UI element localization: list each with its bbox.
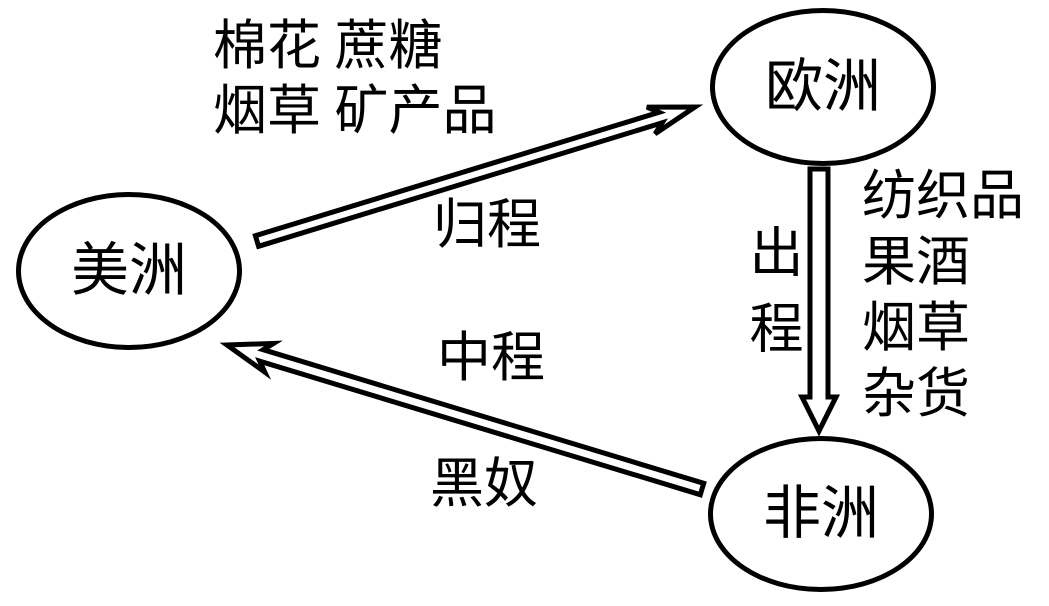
node-europe: 欧洲 <box>710 8 936 166</box>
outbound-leg-label: 出程 <box>741 224 801 376</box>
outbound-route-arrow <box>797 166 841 437</box>
outbound-cargo-line-4: 杂货 <box>862 364 970 424</box>
middle-route-arrow <box>219 340 707 498</box>
node-america-label: 美洲 <box>70 238 187 303</box>
return-cargo-label: 棉花 蔗糖 烟草 矿产品 <box>213 14 497 144</box>
node-america: 美洲 <box>16 192 242 350</box>
return-leg-label: 归程 <box>433 195 541 255</box>
node-africa: 非洲 <box>708 436 934 592</box>
middle-leg-label: 中程 <box>437 328 545 388</box>
outbound-cargo-line-2: 果酒 <box>862 232 970 292</box>
outbound-cargo-line-1: 纺织品 <box>862 166 1024 226</box>
outbound-cargo-line-3: 烟草 <box>862 298 970 358</box>
node-europe-label: 欧洲 <box>764 54 881 119</box>
return-cargo-line-1: 棉花 蔗糖 <box>213 16 443 76</box>
node-africa-label: 非洲 <box>762 481 879 546</box>
outbound-cargo-label: 纺织品 果酒 烟草 杂货 <box>862 163 1024 427</box>
middle-cargo-label: 黑奴 <box>430 454 538 514</box>
return-cargo-line-2: 烟草 矿产品 <box>213 81 497 141</box>
return-route-arrow <box>252 104 704 250</box>
